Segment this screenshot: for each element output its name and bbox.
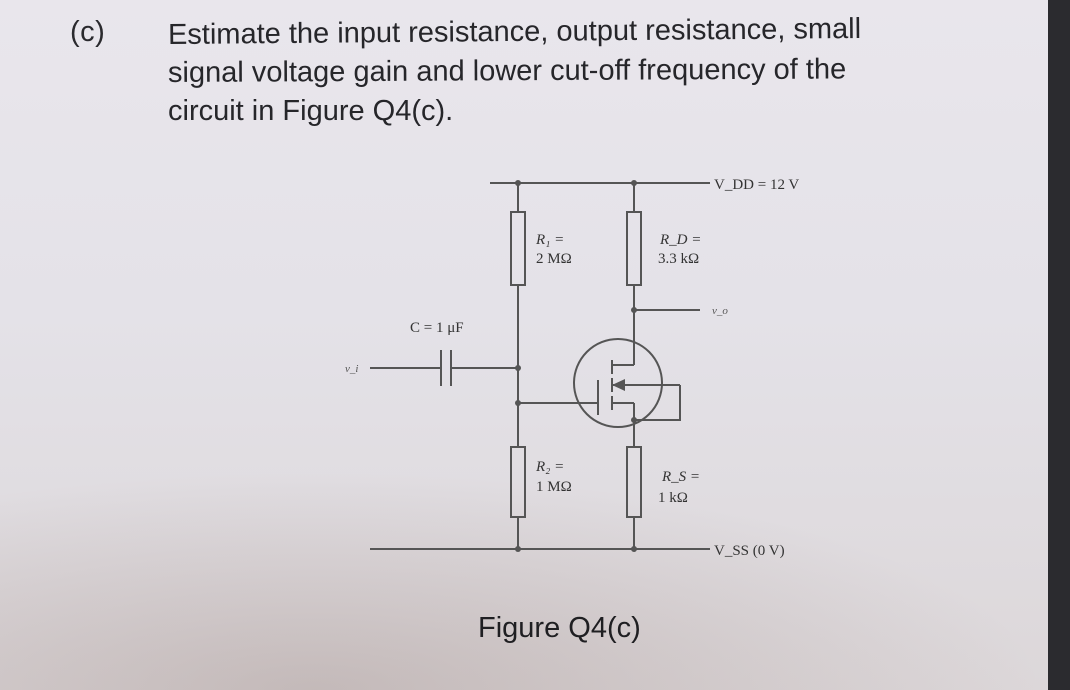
node-drain: [631, 307, 637, 313]
r1-value: 2 MΩ: [536, 251, 572, 267]
vo-label: v_o: [712, 305, 728, 317]
rd-name: R_D =: [659, 232, 701, 248]
vi-label: v_i: [345, 363, 358, 375]
mosfet-body-arrow: [612, 379, 625, 391]
document-page: (c) Estimate the input resistance, outpu…: [0, 0, 1048, 690]
mosfet-body: [573, 338, 663, 428]
rs-value: 1 kΩ: [658, 490, 688, 506]
node-r2-bottom: [515, 546, 521, 552]
vss-label: V_SS (0 V): [714, 543, 785, 559]
r1-resistor: [510, 211, 526, 286]
circuit-diagram: V_DD = 12 V R₁ = 2 MΩ R_D = 3.3 kΩ v_o C…: [345, 177, 799, 559]
question-text: Estimate the input resistance, output re…: [168, 13, 998, 130]
node-source: [631, 417, 637, 423]
body-source-tie: [634, 385, 681, 421]
rs-resistor: [626, 446, 642, 518]
r2-resistor: [510, 446, 526, 518]
vdd-label: V_DD = 12 V: [714, 177, 799, 193]
r1-name: R₁ =: [535, 232, 564, 248]
question-label: (c): [70, 16, 106, 48]
r2-value: 1 MΩ: [536, 479, 572, 495]
node-gate-input: [515, 365, 521, 371]
r2-name: R₂ =: [535, 459, 564, 475]
question-line-3: circuit in Figure Q4(c).: [168, 95, 454, 127]
rd-resistor: [626, 211, 642, 286]
node-gate: [515, 400, 521, 406]
figure-caption: Figure Q4(c): [478, 612, 641, 644]
node-rd-top: [631, 180, 637, 186]
node-r1-top: [515, 180, 521, 186]
node-rs-bottom: [631, 546, 637, 552]
rd-value: 3.3 kΩ: [658, 251, 699, 267]
c-label: C = 1 μF: [410, 320, 464, 336]
rs-name: R_S =: [661, 469, 700, 485]
